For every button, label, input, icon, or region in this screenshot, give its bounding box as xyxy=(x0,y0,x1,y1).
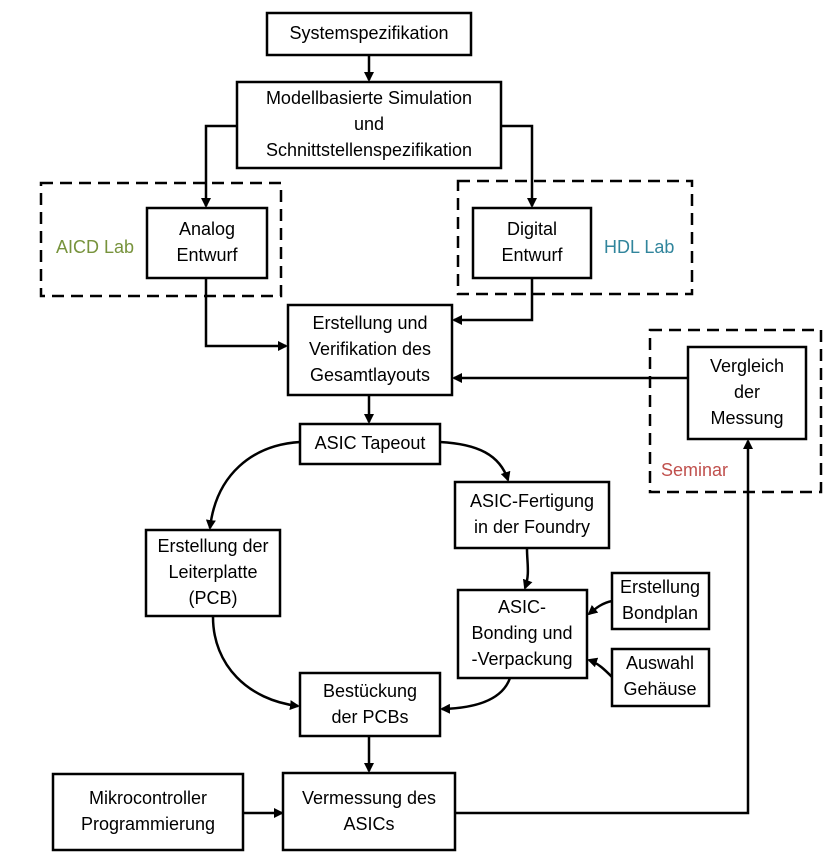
node-asic-tapeout: ASIC Tapeout xyxy=(298,422,442,466)
node-label-line: in der Foundry xyxy=(474,517,590,537)
node-label-line: Entwurf xyxy=(176,245,238,265)
node-label-line: Erstellung der xyxy=(157,536,268,556)
group-label-hdl-lab: HDL Lab xyxy=(604,237,674,257)
arrow-tapeout-to-leiterplatte xyxy=(205,440,301,530)
node-label-line: Schnittstellenspezifikation xyxy=(266,140,472,160)
group-seminar: Seminar xyxy=(648,328,823,494)
node-label-line: Gehäuse xyxy=(623,679,696,699)
svg-text:Systemspezifikation: Systemspezifikation xyxy=(289,23,448,43)
node-label-line: Modellbasierte Simulation xyxy=(266,88,472,108)
connectors xyxy=(201,56,753,818)
node-label-line: Erstellung xyxy=(620,577,700,597)
svg-text:ASIC Tapeout: ASIC Tapeout xyxy=(315,433,426,453)
arrow-gehaeuse-to-bonding xyxy=(587,657,613,678)
node-label-line: Auswahl xyxy=(626,653,694,673)
node-label-line: -Verpackung xyxy=(471,649,572,669)
arrow-bonding-to-bestueckung xyxy=(440,677,512,714)
node-bonding: ASIC- Bonding und -Verpackung xyxy=(456,588,589,680)
node-label-line: Digital xyxy=(507,219,557,239)
node-label-line: Analog xyxy=(179,219,235,239)
node-label-line: Leiterplatte xyxy=(168,562,257,582)
group-label-seminar: Seminar xyxy=(661,460,728,480)
node-label-line: Bondplan xyxy=(622,603,698,623)
node-label-line: der xyxy=(734,382,760,402)
node-label-line: ASIC-Fertigung xyxy=(470,491,594,511)
node-label-line: Messung xyxy=(710,408,783,428)
arrow-sim-to-analog xyxy=(201,124,237,208)
node-label-line: Vermessung des xyxy=(302,788,436,808)
node-label-line: ASIC- xyxy=(498,597,546,617)
arrow-analog-to-layout xyxy=(204,278,288,351)
group-label-aicd-lab: AICD Lab xyxy=(56,237,134,257)
node-bestueckung: Bestückung der PCBs xyxy=(298,671,442,738)
node-label-line: Vergleich xyxy=(710,356,784,376)
node-label-line: ASIC Tapeout xyxy=(315,433,426,453)
node-asic-fertigung: ASIC-Fertigung in der Foundry xyxy=(453,480,611,550)
node-label-line: Bestückung xyxy=(323,681,417,701)
node-label-line: ASICs xyxy=(343,814,394,834)
arrow-vermessung-to-vergleich xyxy=(456,439,753,815)
node-label-line: Gesamtlayouts xyxy=(310,365,430,385)
node-label-line: und xyxy=(354,114,384,134)
node-label-line: Mikrocontroller xyxy=(89,788,207,808)
arrow-tapeout-to-fertigung xyxy=(439,440,511,482)
arrow-fertigung-to-bonding xyxy=(522,548,533,590)
svg-text:ASIC-Bonding und-Verpackung: ASIC- Bonding und -Verpackung xyxy=(471,597,572,669)
arrow-bondplan-to-bonding xyxy=(587,599,613,616)
group-aicd-lab: AICD Lab xyxy=(39,181,283,298)
node-label-line: Systemspezifikation xyxy=(289,23,448,43)
node-label-line: Bonding und xyxy=(471,623,572,643)
node-label-line: Erstellung und xyxy=(312,313,427,333)
arrow-sim-to-digital xyxy=(501,124,537,208)
node-label-line: Entwurf xyxy=(501,245,563,265)
node-label-line: (PCB) xyxy=(189,588,238,608)
node-label-line: Programmierung xyxy=(81,814,215,834)
node-systemspezifikation: Systemspezifikation xyxy=(265,11,473,57)
arrow-leiterplatte-to-bestueckung xyxy=(211,616,300,711)
node-label-line: Verifikation des xyxy=(309,339,431,359)
node-label-line: der PCBs xyxy=(331,707,408,727)
arrow-digital-to-layout xyxy=(452,278,534,325)
group-hdl-lab: HDL Lab xyxy=(456,179,694,296)
